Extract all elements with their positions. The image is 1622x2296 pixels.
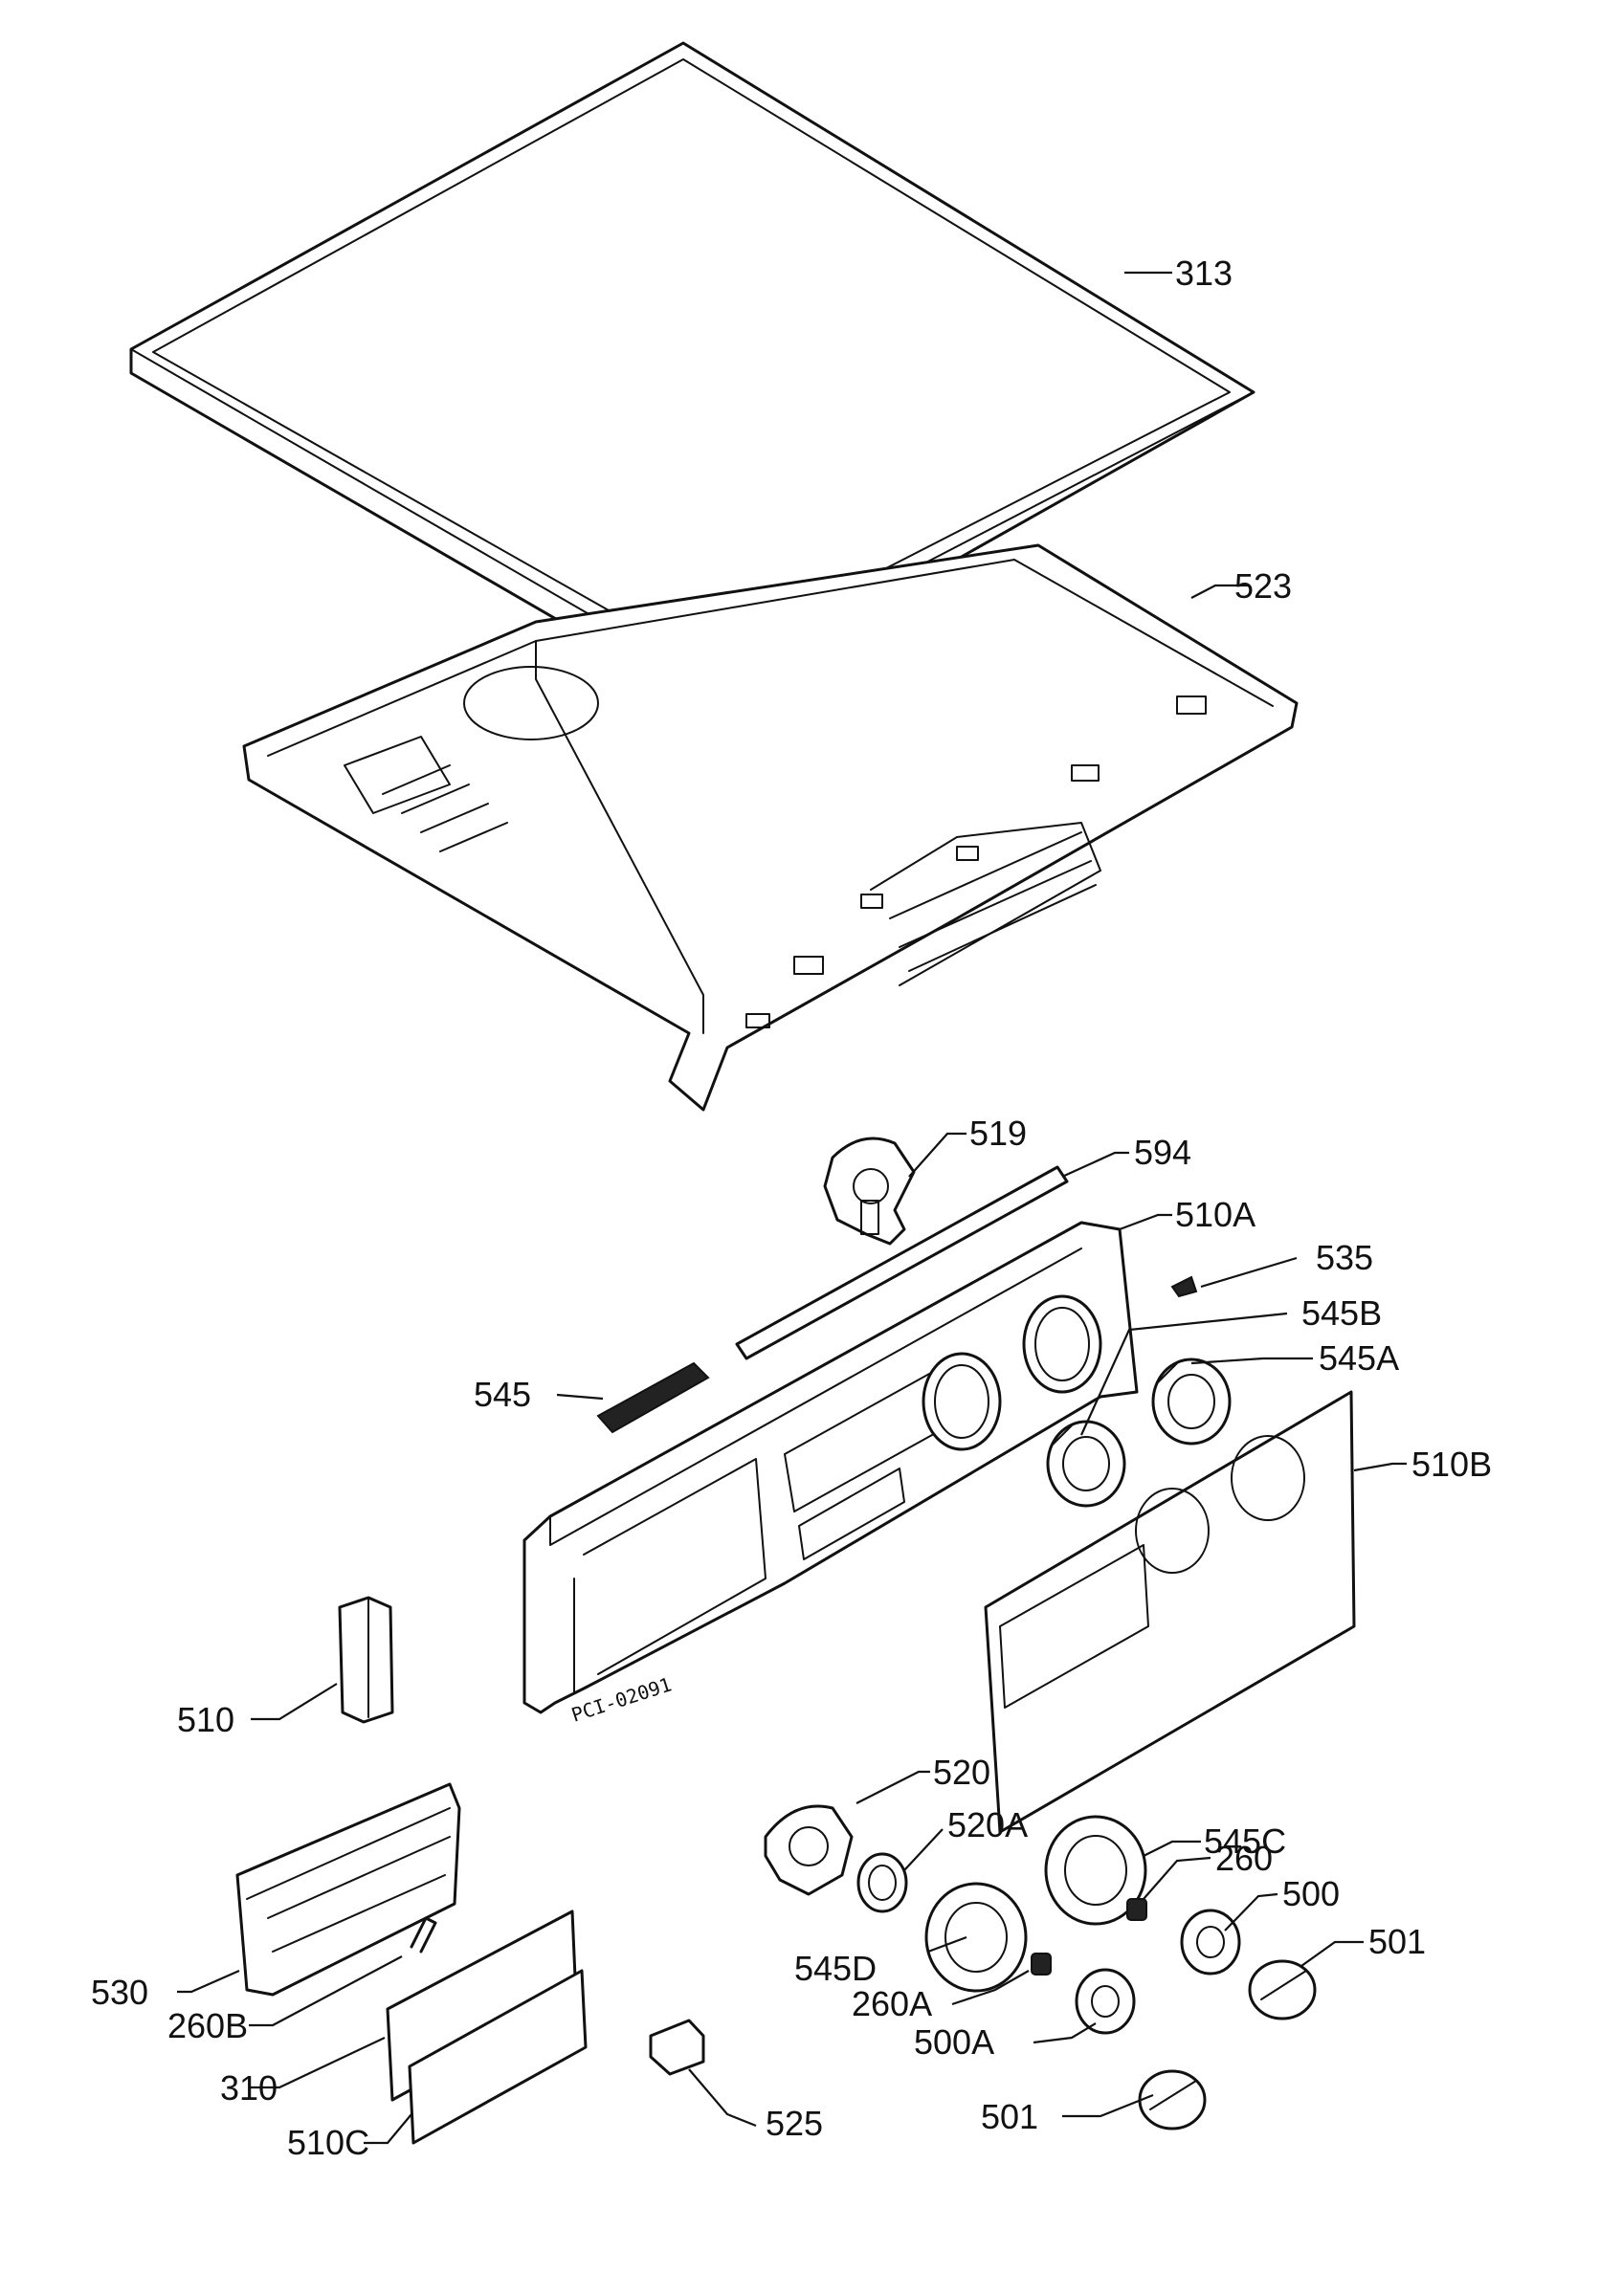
label-510b: 510B xyxy=(1411,1445,1492,1484)
label-501-upper: 501 xyxy=(1368,1922,1426,1961)
leader-lines xyxy=(177,271,1407,2145)
part-500-adapter xyxy=(1180,1909,1241,1976)
part-510b-trim-panel xyxy=(984,1390,1356,1834)
part-520-switch xyxy=(764,1804,854,1896)
part-510-bracket xyxy=(338,1596,394,1724)
label-520a: 520A xyxy=(947,1805,1028,1844)
part-545a-sleeve xyxy=(1151,1358,1232,1446)
part-501-knob-lower xyxy=(1138,2069,1207,2130)
part-545-bar xyxy=(596,1361,710,1434)
label-313: 313 xyxy=(1175,254,1233,293)
label-545: 545 xyxy=(474,1375,531,1414)
part-519-bracket xyxy=(823,1137,916,1246)
callout-labels: 313 523 519 594 510A 535 545B 545A 545 5… xyxy=(91,254,1492,2162)
label-510a: 510A xyxy=(1175,1195,1255,1234)
part-500a-adapter xyxy=(1075,1968,1136,2035)
label-545b: 545B xyxy=(1301,1293,1382,1333)
label-510: 510 xyxy=(177,1700,234,1739)
label-520: 520 xyxy=(933,1753,990,1792)
label-260: 260 xyxy=(1215,1839,1273,1878)
label-500a: 500A xyxy=(914,2022,994,2062)
part-520a-gear xyxy=(856,1852,908,1913)
label-500: 500 xyxy=(1282,1874,1340,1913)
label-545c: 545C xyxy=(1204,1821,1286,1861)
part-545d-sleeve xyxy=(924,1882,1028,1993)
label-310: 310 xyxy=(220,2068,278,2108)
part-260a-spring xyxy=(1031,1953,1052,1976)
part-501-knob-upper xyxy=(1248,1959,1317,2020)
part-545b-sleeve xyxy=(1046,1420,1126,1508)
label-535: 535 xyxy=(1316,1238,1373,1277)
part-510a-control-panel xyxy=(522,1221,1139,1714)
label-501-lower: 501 xyxy=(981,2097,1038,2136)
label-260b: 260B xyxy=(167,2006,248,2045)
part-510c-cover xyxy=(408,1969,588,2145)
part-525-connector xyxy=(649,2019,705,2076)
label-510c: 510C xyxy=(287,2123,369,2162)
part-535-clip xyxy=(1170,1275,1198,1298)
part-594-rod xyxy=(735,1165,1069,1360)
label-545d: 545D xyxy=(794,1949,877,1988)
label-530: 530 xyxy=(91,1973,148,2012)
label-519: 519 xyxy=(969,1114,1027,1153)
part-545c-sleeve xyxy=(1044,1815,1147,1926)
label-594: 594 xyxy=(1134,1133,1191,1172)
label-525: 525 xyxy=(766,2104,823,2143)
part-260b-hook xyxy=(410,1916,437,1954)
part-260-spring xyxy=(1126,1898,1147,1921)
part-523-frame xyxy=(242,543,1299,1112)
part-530-dispenser xyxy=(235,1782,461,1997)
label-260a: 260A xyxy=(852,1984,932,2023)
label-545a: 545A xyxy=(1319,1338,1399,1378)
label-523: 523 xyxy=(1234,566,1292,606)
